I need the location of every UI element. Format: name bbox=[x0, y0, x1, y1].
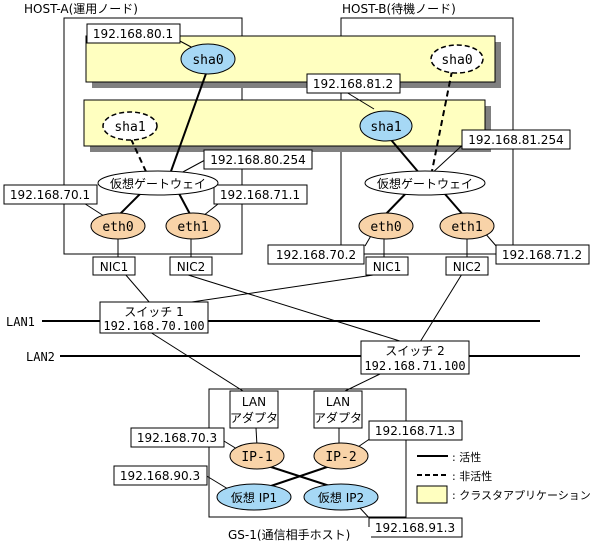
vip2-node bbox=[303, 483, 379, 511]
lan1-label: LAN1 bbox=[6, 315, 35, 329]
addr-ip2: 192.168.71.3 bbox=[375, 424, 455, 438]
nic2-b-box bbox=[445, 256, 489, 276]
switch-1-ip: 192.168.70.100 bbox=[103, 319, 204, 333]
host-b-title: HOST-B(待機ノード) bbox=[342, 1, 456, 16]
inactive-links bbox=[130, 70, 453, 177]
ip2-label: IP-2 bbox=[325, 450, 356, 465]
lan-adapter-1-lan: LAN bbox=[242, 395, 266, 409]
addr-ip1: 192.168.70.3 bbox=[137, 431, 217, 445]
lan-adapter-1 bbox=[229, 390, 279, 429]
lan-adapter-2 bbox=[313, 390, 363, 429]
addr-eth0-a: 192.168.70.1 bbox=[10, 188, 90, 202]
ip2-node bbox=[313, 442, 369, 470]
legend-inactive-label: : 非活性 bbox=[452, 469, 492, 483]
lan-adapter-2-lan: LAN bbox=[326, 395, 350, 409]
eth0-a-node bbox=[90, 212, 146, 240]
gateway-a bbox=[97, 170, 219, 196]
sha1-a-label: sha1 bbox=[114, 120, 145, 135]
ip1-node bbox=[229, 442, 285, 470]
nic1-b-box bbox=[365, 256, 409, 276]
cluster-app-band-1 bbox=[85, 35, 496, 83]
sha0-b-node bbox=[430, 44, 484, 74]
lan-adapter-2-label: アダプタ bbox=[314, 410, 362, 425]
cabling bbox=[117, 237, 468, 447]
host-a-title: HOST-A(運用ノード) bbox=[24, 2, 138, 16]
switch-2-name: スイッチ 2 bbox=[385, 344, 444, 358]
sha0-b-label: sha0 bbox=[441, 53, 472, 68]
addr-sha0-a: 192.168.80.1 bbox=[93, 27, 173, 41]
addr-vip2: 192.168.91.3 bbox=[375, 521, 455, 535]
sha0-a-label: sha0 bbox=[192, 53, 223, 68]
sha0-a-node bbox=[180, 43, 236, 75]
addr-gw-b: 192.168.81.254 bbox=[468, 133, 563, 147]
gateway-b bbox=[364, 170, 486, 196]
nic2-b-label: NIC2 bbox=[453, 260, 482, 274]
legend-active-label: : 活性 bbox=[452, 450, 481, 464]
eth1-b-node bbox=[439, 212, 495, 240]
switch-2-ip: 192.168.71.100 bbox=[364, 359, 465, 373]
eth1-a-label: eth1 bbox=[177, 220, 208, 235]
addr-eth1-b: 192.168.71.2 bbox=[502, 248, 582, 262]
nic1-a-box bbox=[92, 256, 136, 276]
gateway-b-label: 仮想ゲートウェイ bbox=[377, 176, 473, 191]
lan-adapter-1-label: アダプタ bbox=[230, 410, 278, 425]
nic1-b-label: NIC1 bbox=[373, 260, 402, 274]
nic1-a-label: NIC1 bbox=[100, 260, 129, 274]
ip1-label: IP-1 bbox=[241, 450, 272, 465]
sha1-b-node bbox=[359, 110, 413, 142]
legend-cluster-swatch bbox=[416, 485, 448, 504]
addr-eth1-a: 192.168.71.1 bbox=[220, 188, 300, 202]
eth1-a-node bbox=[165, 212, 221, 240]
addr-vip1: 192.168.90.3 bbox=[120, 469, 200, 483]
vip1-node bbox=[216, 483, 292, 511]
switch-1-name: スイッチ 1 bbox=[124, 305, 183, 319]
sha1-b-label: sha1 bbox=[370, 120, 401, 135]
callout-boxes bbox=[3, 23, 590, 538]
nic2-a-box bbox=[169, 256, 213, 276]
gs-frame bbox=[208, 388, 407, 518]
eth0-b-label: eth0 bbox=[370, 220, 401, 235]
addr-sha1-b: 192.168.81.2 bbox=[313, 77, 393, 91]
gs-title: GS-1(通信相手ホスト) bbox=[228, 528, 350, 542]
switch-1 bbox=[99, 301, 209, 334]
nic2-a-label: NIC2 bbox=[177, 260, 206, 274]
eth0-a-label: eth0 bbox=[102, 220, 133, 235]
eth1-b-label: eth1 bbox=[451, 220, 482, 235]
gateway-a-label: 仮想ゲートウェイ bbox=[110, 176, 206, 191]
legend-cluster-label: : クラスタアプリケーション bbox=[452, 489, 591, 502]
vip2-label: 仮想 IP2 bbox=[318, 490, 364, 505]
vip1-label: 仮想 IP1 bbox=[231, 490, 277, 505]
lan2-label: LAN2 bbox=[26, 350, 55, 364]
switch-2 bbox=[360, 340, 470, 375]
addr-eth0-b: 192.168.70.2 bbox=[276, 248, 356, 262]
sha1-a-node bbox=[102, 111, 158, 141]
addr-gw-a: 192.168.80.254 bbox=[210, 153, 305, 167]
eth0-b-node bbox=[358, 212, 414, 240]
